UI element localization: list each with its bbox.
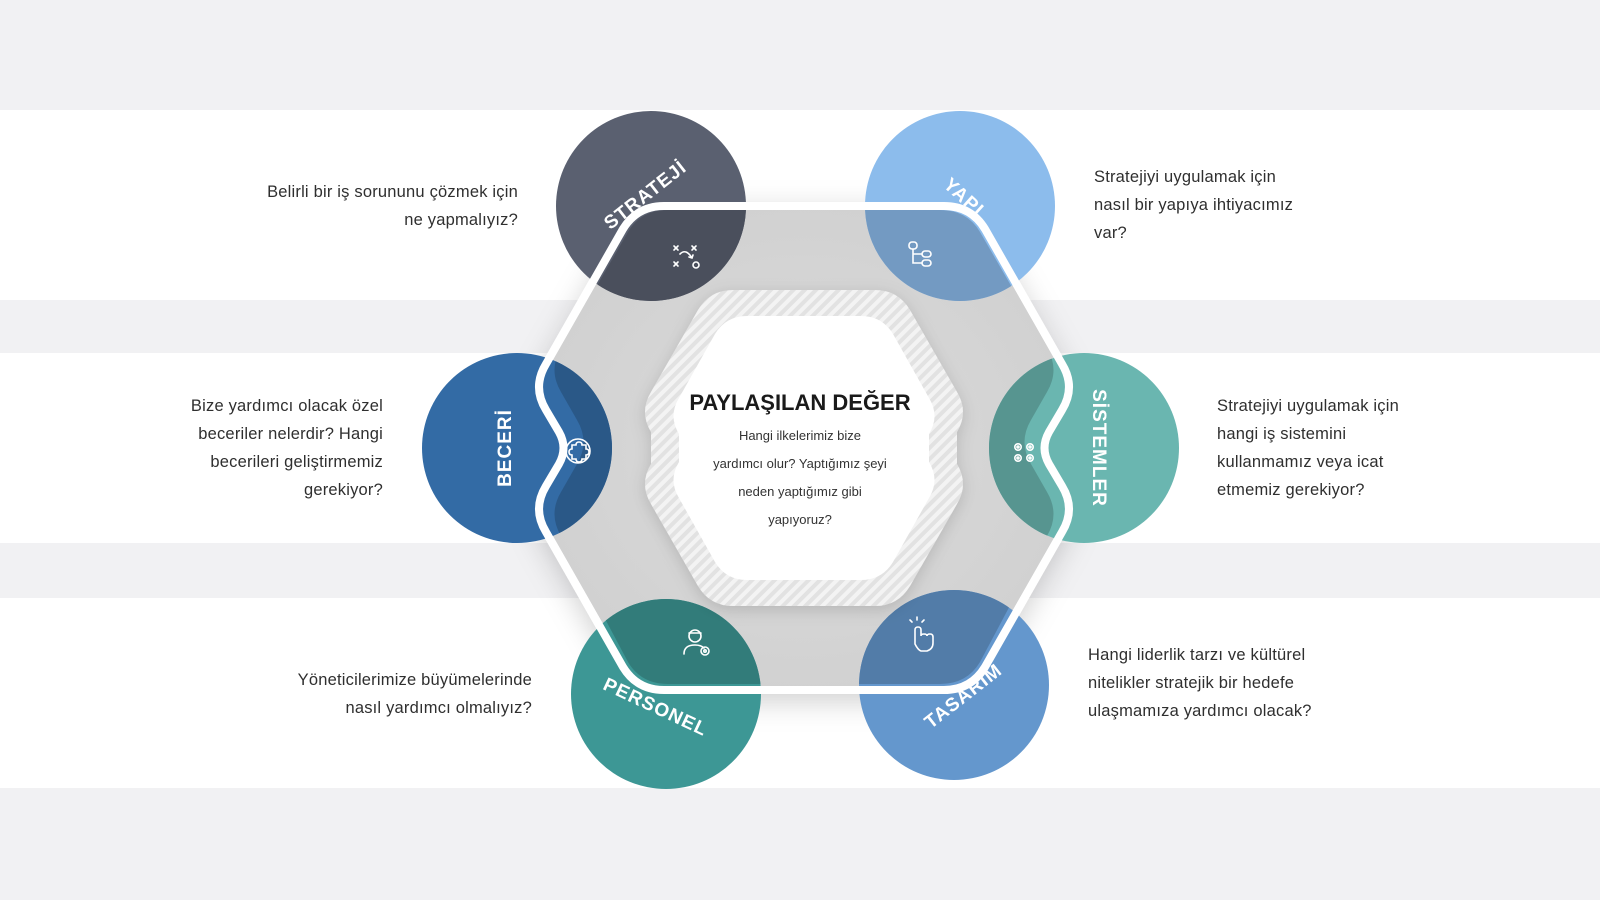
description-line: becerileri geliştirmemiz	[210, 453, 383, 471]
description-line: nasıl bir yapıya ihtiyacımız	[1094, 196, 1294, 214]
description-line: Hangi liderlik tarzı ve kültürel	[1088, 646, 1306, 664]
segment-overlap-sistemler	[989, 353, 1054, 543]
center-description-line: yardımcı olur? Yaptığımız şeyi	[713, 456, 887, 471]
description-line: var?	[1094, 224, 1127, 242]
description-line: Stratejiyi uygulamak için	[1094, 168, 1276, 186]
description-line: Yöneticilerimize büyümelerinde	[297, 671, 532, 689]
segment-description-sistemler: Stratejiyi uygulamak için hangi iş sistem…	[1217, 392, 1399, 504]
segment-description-yapi: Stratejiyi uygulamak için nasıl bir yapıy…	[1094, 163, 1293, 247]
segment-label-sistemler: SİSTEMLER	[1088, 389, 1109, 507]
description-line: Belirli bir iş sorununu çözmek için	[267, 183, 518, 201]
description-line: etmemiz gerekiyor?	[1217, 481, 1365, 499]
segment-description-personel: Yöneticilerimize büyümelerinde nasıl yard…	[298, 666, 532, 722]
strategy-icon	[673, 245, 700, 269]
center-description-line: neden yaptığımız gibi	[738, 484, 862, 499]
description-line: beceriler nelerdir? Hangi	[198, 425, 383, 443]
description-line: hangi iş sistemini	[1217, 425, 1347, 443]
segment-description-beceri: Bize yardımcı olacak özel beceriler neler…	[191, 392, 383, 504]
staff-icon	[683, 629, 710, 656]
description-line: ulaşmamıza yardımcı olacak?	[1088, 702, 1312, 720]
segment-description-strateji: Belirli bir iş sorununu çözmek için ne ya…	[267, 178, 518, 234]
description-line: gerekiyor?	[303, 481, 383, 499]
center-title: PAYLAŞILAN DEĞER	[689, 390, 910, 415]
gears-icon	[1014, 443, 1035, 463]
description-line: Stratejiyi uygulamak için	[1217, 397, 1399, 415]
structure-icon	[908, 241, 932, 267]
center-description-line: Hangi ilkelerimiz bize	[739, 428, 861, 443]
description-line: kullanmamız veya icat	[1217, 453, 1384, 471]
description-line: ne yapmalıyız?	[404, 211, 518, 229]
description-line: nasıl yardımcı olmalıyız?	[345, 699, 532, 717]
segment-label-beceri: BECERİ	[495, 409, 516, 487]
inner-hexagon	[673, 316, 935, 580]
hexagon-outline	[535, 202, 1073, 694]
hand-pointer-icon	[909, 616, 934, 652]
segment-description-tasarim: Hangi liderlik tarzı ve kültürel nitelikl…	[1088, 641, 1312, 725]
description-line: Bize yardımcı olacak özel	[190, 397, 383, 415]
center-description-line: yapıyoruz?	[768, 512, 832, 527]
description-line: nitelikler stratejik bir hedefe	[1088, 674, 1295, 692]
